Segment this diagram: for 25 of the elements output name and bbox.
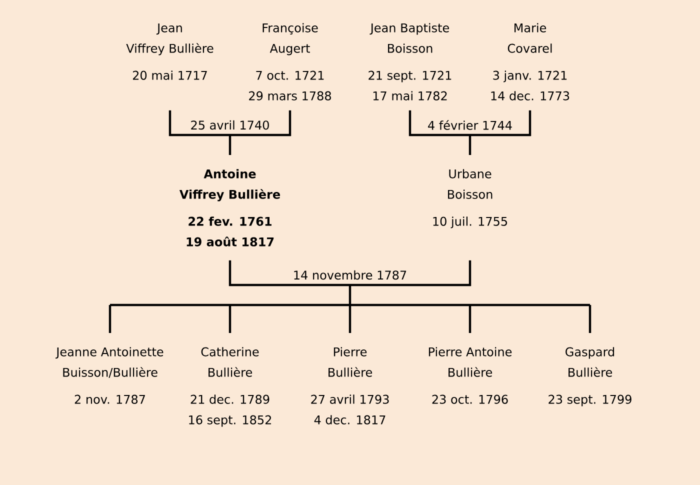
person-label: Jean Baptiste Boisson 21 sept. 1721 17 mai 1782 xyxy=(368,23,452,100)
connector-line xyxy=(108,305,112,333)
edge-label: 4 février 1744 xyxy=(426,118,514,132)
person-label: Antoine Viffrey Bullière 22 fev. 1761 19 août 1817 xyxy=(179,169,280,246)
person-label: Pierre Bullière 27 avril 1793 4 dec. 1817 xyxy=(311,347,389,424)
person-label: Marie Covarel 3 janv. 1721 14 dec. 1773 xyxy=(491,23,570,100)
edge-label: 25 avril 1740 xyxy=(188,118,272,132)
person-label: Urbane Boisson 10 juil. 1755 xyxy=(433,169,508,228)
connector-line xyxy=(588,305,592,333)
connector-line xyxy=(468,305,472,333)
person-label: Gaspard Bullière 23 sept. 1799 xyxy=(548,347,632,406)
person-label: Françoise Augert 7 oct. 1721 29 mars 1788 xyxy=(249,23,331,100)
connector-line xyxy=(228,135,232,155)
connector-line xyxy=(108,284,592,306)
person-label: Catherine Bullière 21 dec. 1789 16 sept. 1852 xyxy=(189,347,272,427)
edge-label: 14 novembre 1787 xyxy=(291,268,409,282)
connector-line xyxy=(468,135,472,155)
connector-line xyxy=(168,110,292,136)
connector-line xyxy=(228,305,232,333)
connector-line xyxy=(408,110,532,136)
connector-line xyxy=(228,260,472,286)
person-label: Jeanne Antoinette Buisson/Bullière 2 nov. 1787 xyxy=(56,347,164,404)
connector-line xyxy=(348,305,352,333)
person-label: Pierre Antoine Bullière 23 oct. 1796 xyxy=(428,347,512,404)
person-label: Jean Viffrey Bullière 20 mai 1717 xyxy=(126,23,214,80)
